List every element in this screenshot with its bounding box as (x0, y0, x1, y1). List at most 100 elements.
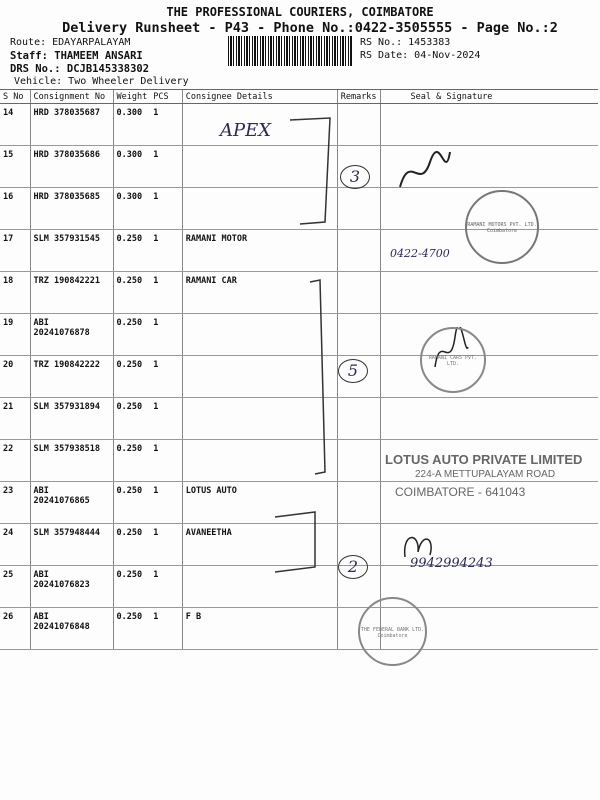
cell-consignment: ABI 20241076865 (29, 481, 113, 524)
company-title: THE PROFESSIONAL COURIERS, COIMBATORE (166, 5, 434, 19)
stamp-text: RAMANI MOTORS PVT. LTD. Coimbatore (467, 222, 537, 234)
col-weight: Weight (112, 89, 151, 104)
cell-consignment: ABI 20241076878 (29, 313, 113, 356)
cell-pcs: 1 (150, 313, 183, 356)
cell-remarks (336, 229, 381, 272)
cell-seal (379, 397, 598, 440)
cell-sno: 23 (0, 481, 30, 524)
cell-sno: 22 (0, 439, 30, 482)
rs-date: RS Date: 04-Nov-2024 (360, 50, 481, 61)
runsheet-title: Delivery Runsheet - P43 - Phone No.:0422… (62, 20, 558, 36)
cell-consignment: ABI 20241076823 (29, 565, 113, 608)
cell-pcs: 1 (150, 481, 183, 524)
col-pcs: PCS (150, 89, 183, 104)
cell-consignment: SLM 357931545 (29, 229, 113, 272)
cell-consignee (181, 565, 338, 608)
cell-seal (379, 481, 598, 524)
stamp-text: LOTUS AUTO PRIVATE LIMITED (385, 452, 583, 467)
handwritten-count-3: 3 (340, 165, 370, 189)
cell-sno: 16 (0, 187, 30, 230)
signature (404, 536, 432, 558)
cell-sno: 14 (0, 103, 30, 146)
vehicle: Vehicle: Two Wheeler Delivery (14, 76, 189, 87)
route: Route: EDAYARPALAYAM (10, 37, 131, 48)
cell-seal (379, 523, 598, 566)
drs-number: DRS No.: DCJB145338302 (10, 63, 150, 75)
cell-sno: 25 (0, 565, 30, 608)
cell-remarks (336, 187, 381, 230)
stamp-federal-bank: THE FEDERAL BANK LTD. Coimbatore (358, 597, 427, 666)
cell-pcs: 1 (150, 439, 183, 482)
table-header: S No Consignment No Weight PCS Consignee… (0, 89, 598, 104)
cell-remarks (336, 271, 381, 314)
cell-weight: 0.250 (112, 565, 151, 608)
staff: Staff: THAMEEM ANSARI (10, 50, 143, 62)
cell-consignee: AVANEETHA (181, 523, 338, 566)
cell-pcs: 1 (150, 355, 183, 398)
cell-consignment: ABI 20241076848 (29, 607, 113, 650)
cell-seal (379, 565, 598, 608)
cell-consignee: LOTUS AUTO (181, 481, 338, 524)
cell-consignment: SLM 357948444 (29, 523, 113, 566)
cell-pcs: 1 (150, 187, 183, 230)
cell-consignment: HRD 378035686 (29, 145, 113, 188)
cell-seal (379, 439, 598, 482)
cell-consignment: TRZ 190842221 (29, 271, 113, 314)
cell-remarks (336, 439, 381, 482)
cell-pcs: 1 (150, 397, 183, 440)
rs-number: RS No.: 1453383 (360, 37, 451, 48)
cell-pcs: 1 (150, 607, 183, 650)
stamp-text: RAMANI CARS PVT. LTD. (428, 355, 478, 367)
cell-consignee (181, 145, 338, 188)
cell-weight: 0.300 (112, 145, 151, 188)
cell-consignee: RAMANI MOTOR (181, 229, 338, 272)
cell-weight: 0.250 (112, 271, 151, 314)
cell-consignee (181, 355, 338, 398)
stamp-ramani-motors: RAMANI MOTORS PVT. LTD. Coimbatore (465, 190, 539, 264)
cell-consignment: SLM 357938518 (29, 439, 113, 482)
cell-pcs: 1 (150, 523, 183, 566)
signature (399, 151, 451, 188)
stamp-lotus-auto: LOTUS AUTO PRIVATE LIMITED 224-A METTUPA… (385, 452, 582, 499)
cell-remarks (336, 397, 381, 440)
col-consignment: Consignment No (29, 89, 113, 104)
cell-sno: 21 (0, 397, 30, 440)
stamp-ramani-cars: RAMANI CARS PVT. LTD. (420, 327, 486, 393)
stamp-text: THE FEDERAL BANK LTD. Coimbatore (360, 627, 425, 639)
cell-weight: 0.250 (112, 229, 151, 272)
cell-weight: 0.250 (112, 607, 151, 650)
cell-remarks (336, 313, 381, 356)
cell-seal (379, 103, 598, 146)
cell-consignment: SLM 357931894 (29, 397, 113, 440)
col-sno: S No (0, 89, 30, 104)
cell-sno: 18 (0, 271, 30, 314)
cell-seal (379, 145, 598, 188)
cell-seal (379, 313, 598, 356)
bracket-marks (289, 117, 331, 475)
stamp-text: 224-A METTUPALAYAM ROAD (415, 469, 556, 480)
handwritten-apex: APEX (220, 120, 272, 141)
cell-consignee (181, 397, 338, 440)
cell-weight: 0.300 (112, 103, 151, 146)
cell-consignee (181, 313, 338, 356)
cell-seal (379, 271, 598, 314)
cell-weight: 0.250 (112, 397, 151, 440)
cell-weight: 0.250 (112, 355, 151, 398)
cell-consignment: HRD 378035685 (29, 187, 113, 230)
cell-pcs: 1 (150, 103, 183, 146)
cell-weight: 0.250 (112, 439, 151, 482)
cell-consignee (181, 103, 338, 146)
cell-sno: 20 (0, 355, 30, 398)
cell-sno: 17 (0, 229, 30, 272)
col-seal: Seal & Signature (379, 89, 598, 104)
cell-consignee (181, 439, 338, 482)
